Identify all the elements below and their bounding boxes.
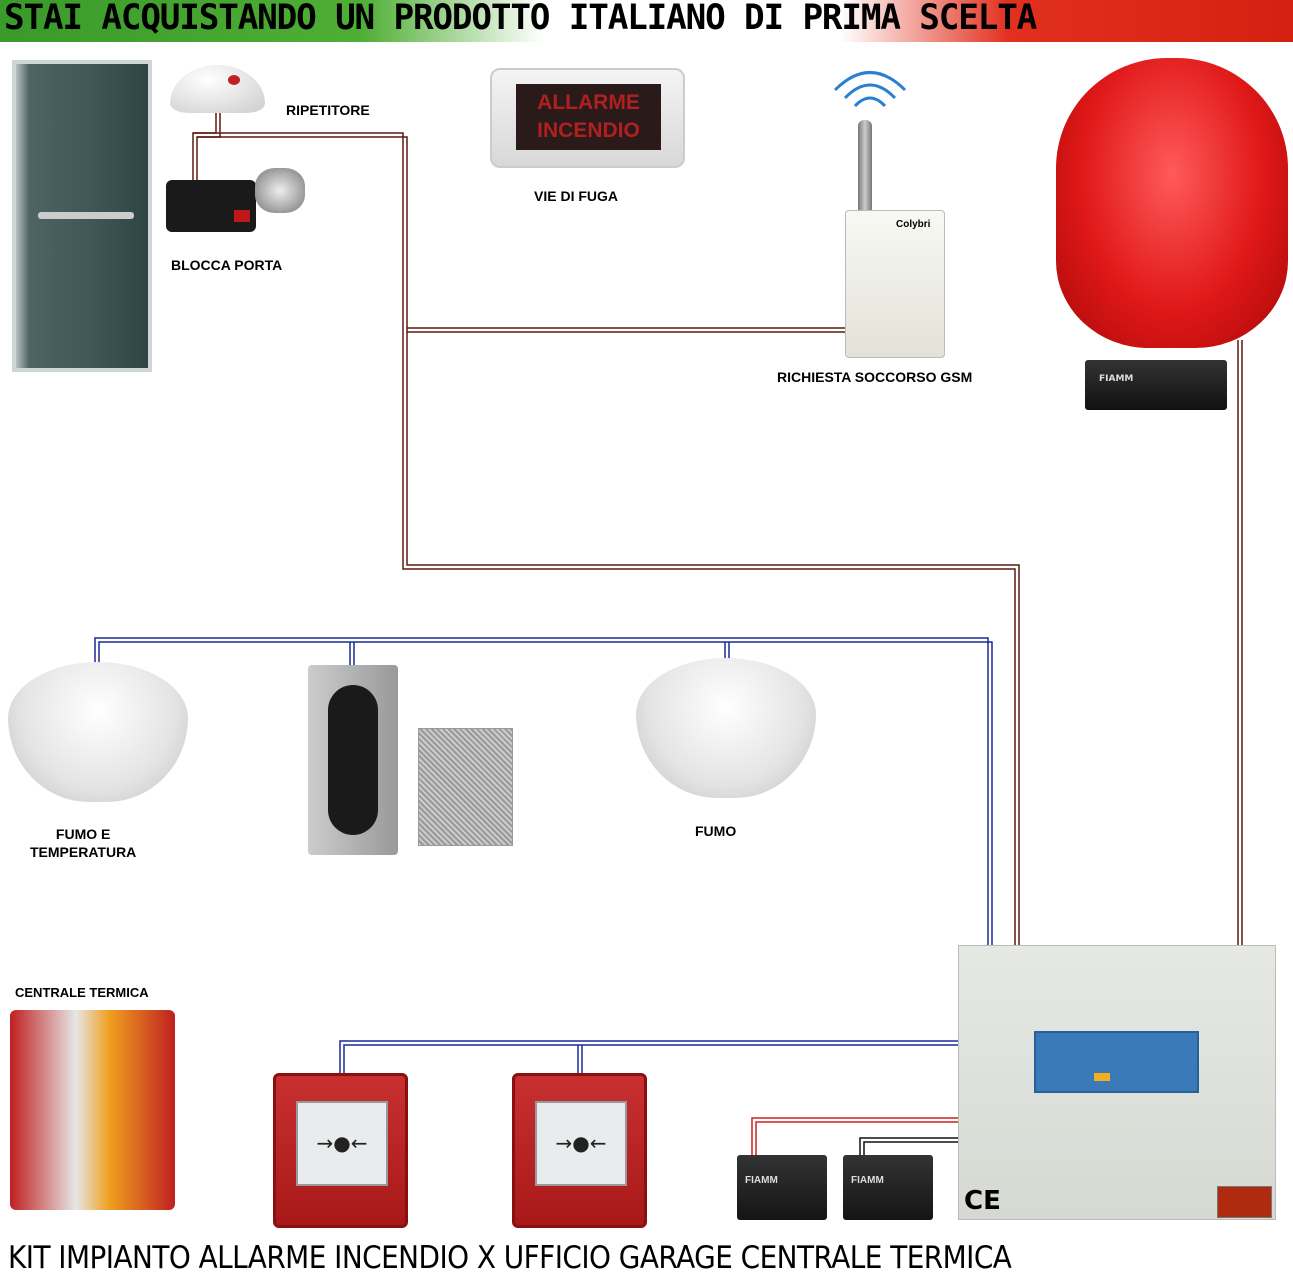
detector-drop-smoke: [724, 642, 730, 660]
beam-lens: [328, 685, 378, 835]
arrows-icon: →●←: [555, 1131, 607, 1155]
label-door-lock: BLOCCA PORTA: [171, 257, 283, 273]
label-smoke: FUMO: [695, 823, 737, 839]
panel-keypad: [1034, 1031, 1199, 1093]
panel-battery-1: FIAMM: [737, 1155, 827, 1220]
gsm-antenna: [858, 120, 872, 215]
callpoint-loop: [339, 1040, 958, 1075]
label-smoke-temp: FUMO E TEMPERATURA: [30, 825, 136, 861]
sign-text-1: ALLARME: [537, 91, 640, 114]
manual-call-point-1: →●←: [273, 1073, 408, 1228]
battery-brand: FIAMM: [851, 1175, 884, 1186]
label-smoke-temp-line1: FUMO E: [55, 826, 111, 842]
banner-text: STAI ACQUISTANDO UN PRODOTTO ITALIANO DI…: [4, 0, 1037, 38]
detector-loop: [94, 637, 993, 945]
call-point-glass: →●←: [296, 1101, 388, 1186]
ce-mark: CE: [964, 1186, 1001, 1216]
smoke-detector: [636, 658, 816, 798]
exit-sign-device: ALLARME INCENDIO: [490, 68, 685, 168]
power-wire-main: [193, 132, 1020, 945]
power-wires: [192, 112, 1243, 945]
wireless-signal-icon: [833, 71, 907, 108]
call-point-glass: →●←: [535, 1101, 627, 1186]
battery-brand: FIAMM: [1099, 374, 1134, 384]
italian-flag-banner: STAI ACQUISTANDO UN PRODOTTO ITALIANO DI…: [0, 0, 1293, 42]
gsm-brand: Colybri: [896, 219, 931, 230]
smoke-heat-detector: [8, 662, 188, 802]
fire-alarm-control-panel: CE: [958, 945, 1276, 1220]
brand-logo: [1217, 1186, 1272, 1218]
manual-call-point-2: →●←: [512, 1073, 647, 1228]
boiler-illustration: [10, 1010, 175, 1210]
label-gsm: RICHIESTA SOCCORSO GSM: [777, 369, 973, 385]
magnet-button-icon: [234, 210, 250, 222]
exit-sign-display: ALLARME INCENDIO: [516, 84, 661, 150]
label-boiler: CENTRALE TERMICA: [15, 985, 149, 1000]
label-repeater: RIPETITORE: [286, 102, 370, 118]
label-exit-sign: VIE DI FUGA: [534, 188, 619, 204]
detector-drop-beam: [349, 642, 355, 665]
gsm-dialer-device: Colybri: [845, 210, 945, 358]
beam-reflector: [418, 728, 513, 846]
footer-title: KIT IMPIANTO ALLARME INCENDIO X UFFICIO …: [8, 1240, 1012, 1276]
power-wire-repeater: [192, 112, 221, 188]
label-smoke-temp-line2: TEMPERATURA: [30, 844, 137, 860]
battery-wire-positive: [751, 1117, 958, 1155]
emergency-door: [12, 60, 152, 372]
siren-battery: FIAMM: [1085, 360, 1227, 410]
door-anchor-plate: [255, 168, 305, 213]
beam-detector-transmitter: [308, 665, 398, 855]
arrows-icon: →●←: [316, 1131, 368, 1155]
panic-bar: [38, 212, 134, 219]
panel-battery-2: FIAMM: [843, 1155, 933, 1220]
battery-brand: FIAMM: [745, 1175, 778, 1186]
battery-wire-negative: [859, 1137, 958, 1155]
door-magnet-device: [166, 180, 256, 232]
detector-wires: [94, 637, 993, 1075]
power-wire-siren: [1237, 340, 1243, 945]
callpoint-drop-2: [577, 1045, 583, 1075]
siren-device: [1056, 58, 1288, 348]
sign-text-2: INCENDIO: [537, 119, 640, 142]
panel-key-yellow[interactable]: [1094, 1073, 1110, 1081]
repeater-led-icon: [228, 75, 240, 85]
power-wire-gsm: [407, 327, 845, 333]
